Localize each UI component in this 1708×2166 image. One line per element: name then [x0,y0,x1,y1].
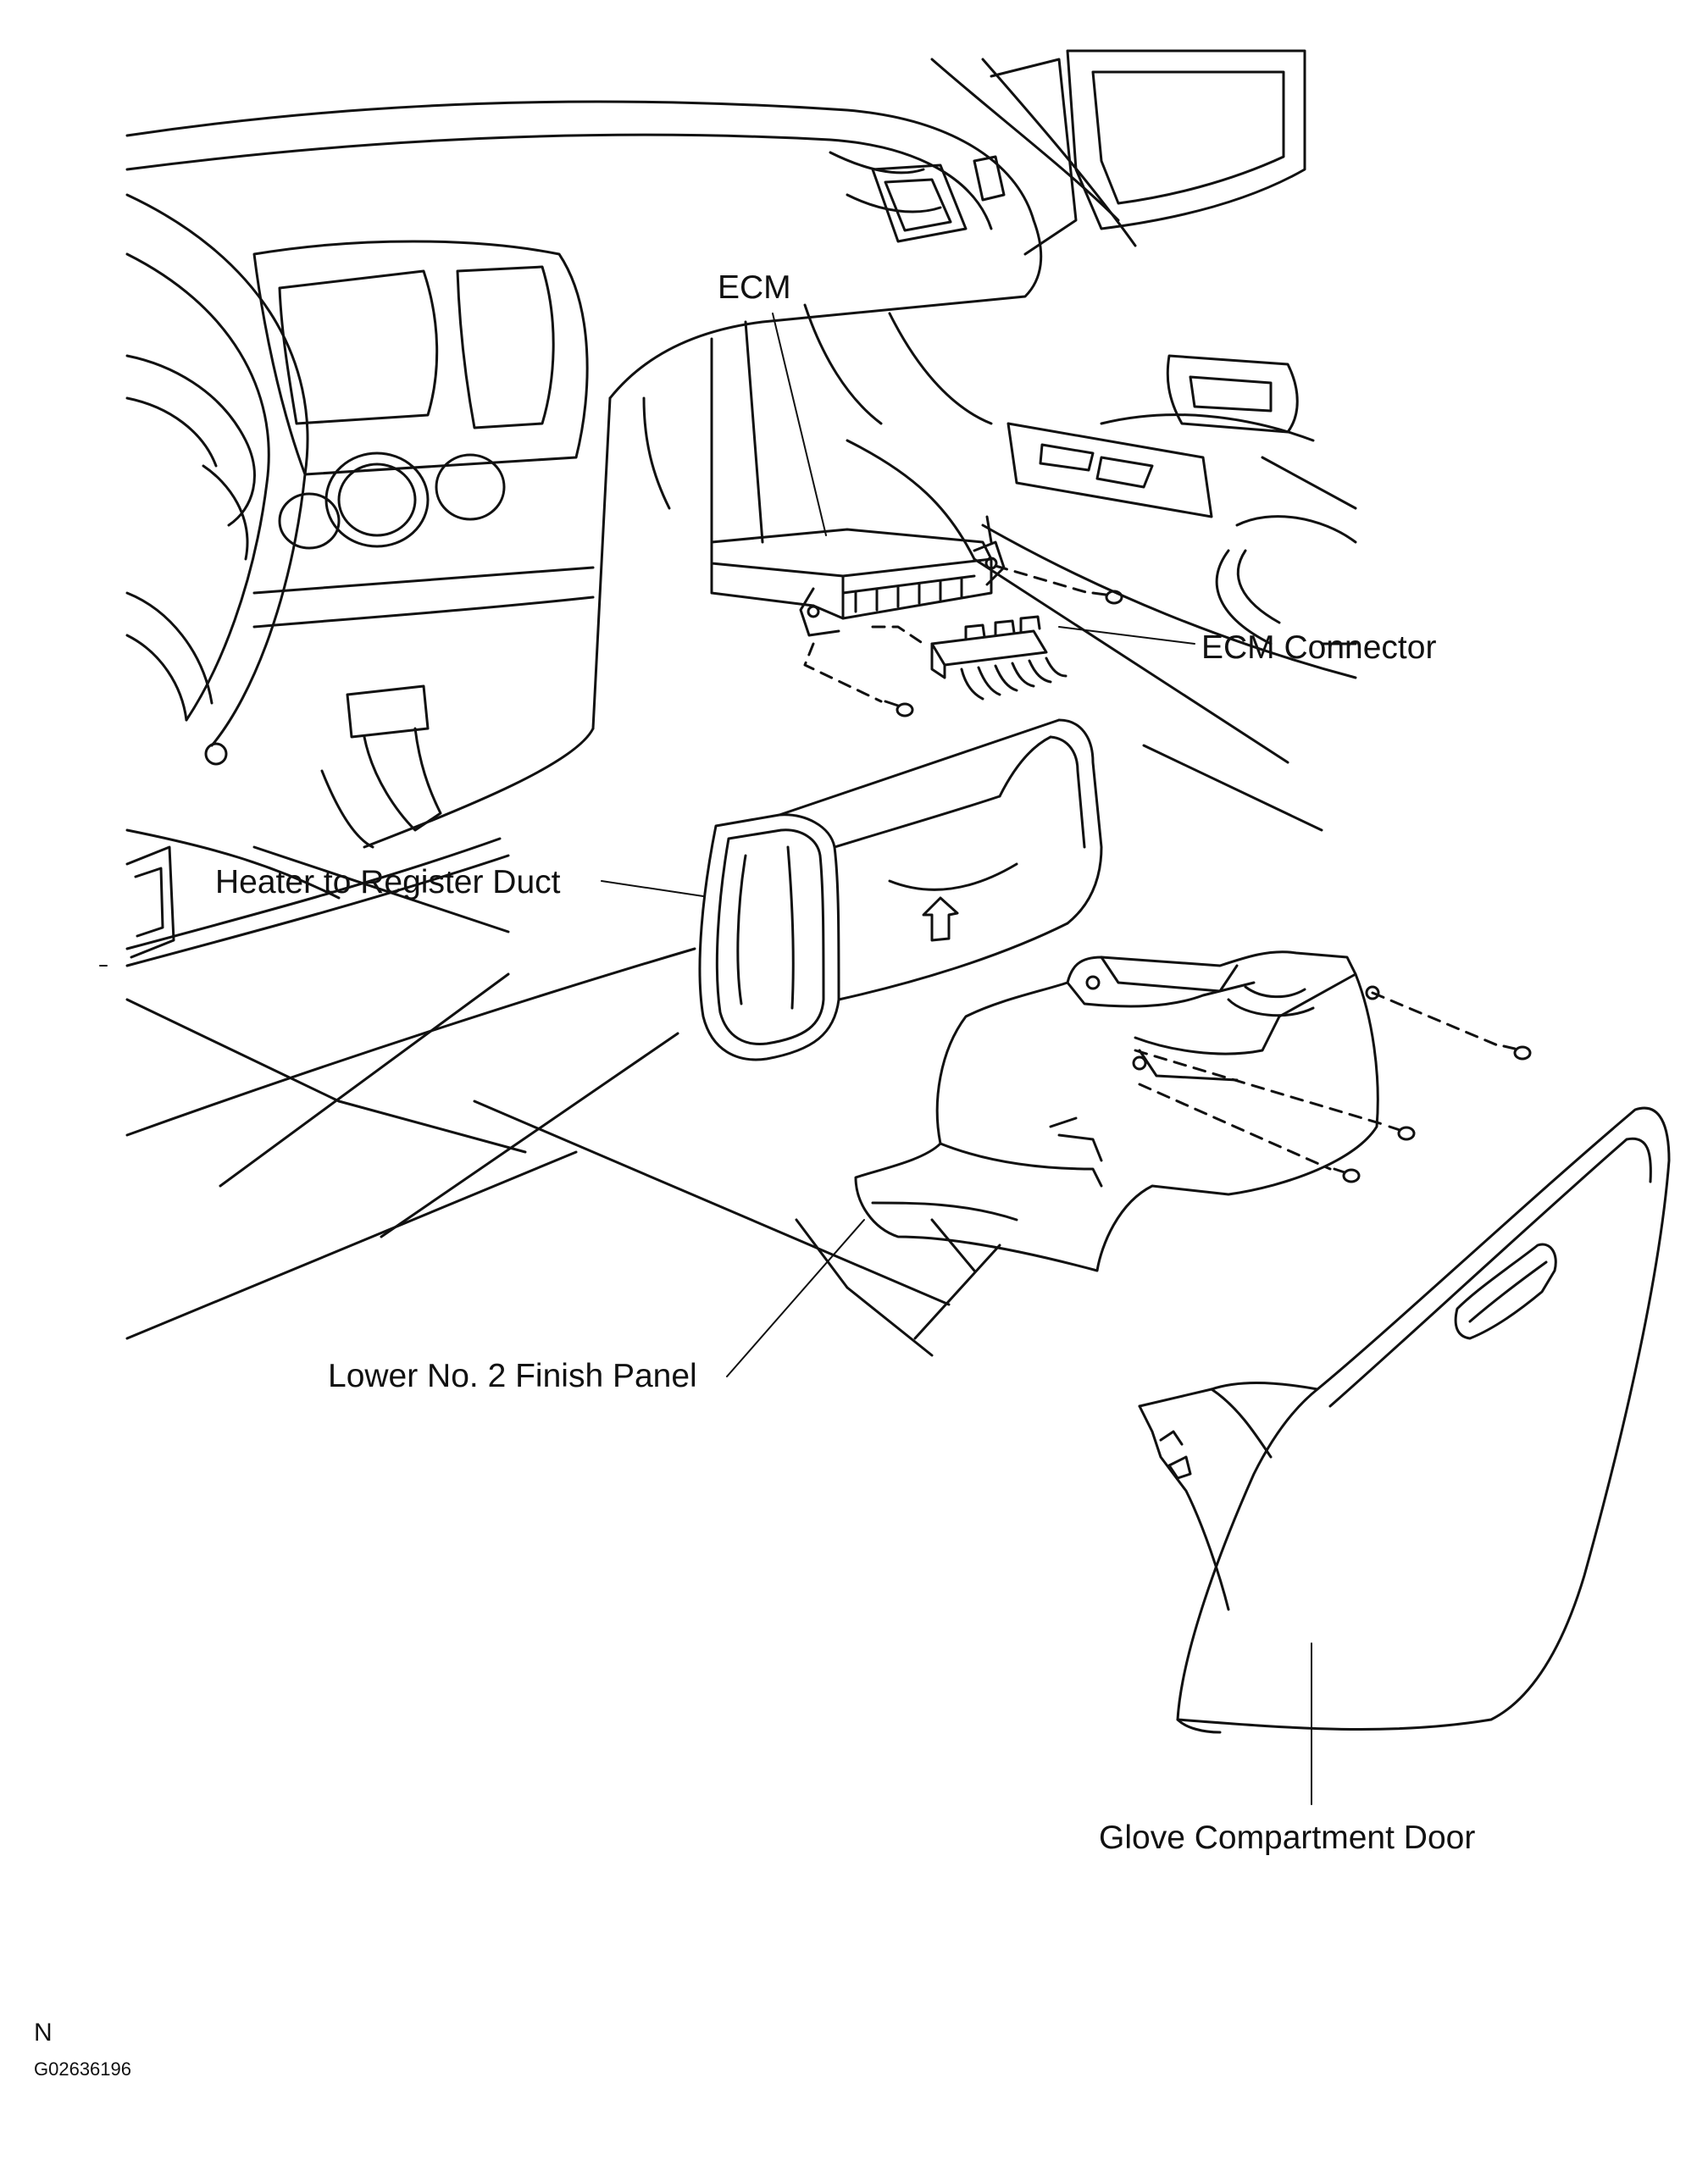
screws [885,591,1530,1182]
glove-compartment-door [1140,1108,1669,1732]
heater-register-duct [700,720,1101,1060]
screw-panel-3 [1334,1169,1359,1182]
lower-no2-finish-panel [856,952,1378,1271]
glove-door-label: Glove Compartment Door [1099,1820,1476,1856]
floor-and-lower-dash [127,847,1000,1355]
ecm-unit [712,517,1004,635]
screw-ecm-right [1093,591,1122,603]
dashed-guides [805,566,1500,1169]
ecm-connector [932,617,1066,699]
figure-code: G02636196 [34,2058,131,2080]
steering-wheel [127,195,308,764]
door-panel [847,51,1356,830]
view-letter: N [34,2019,53,2047]
screw-panel-2 [1389,1127,1414,1139]
console-frame [127,305,991,1338]
leader-lines [602,313,1312,1804]
finish-panel-label: Lower No. 2 Finish Panel [328,1358,697,1394]
instrument-cluster [254,241,593,847]
ecm-label: ECM [718,269,791,306]
ecm-connector-label: ECM Connector [1201,629,1437,666]
screw-panel-1 [1504,1046,1530,1059]
screw-ecm-left [885,701,912,716]
heater-duct-label: Heater to Register Duct [215,864,561,900]
dashboard-outline [127,59,1135,398]
